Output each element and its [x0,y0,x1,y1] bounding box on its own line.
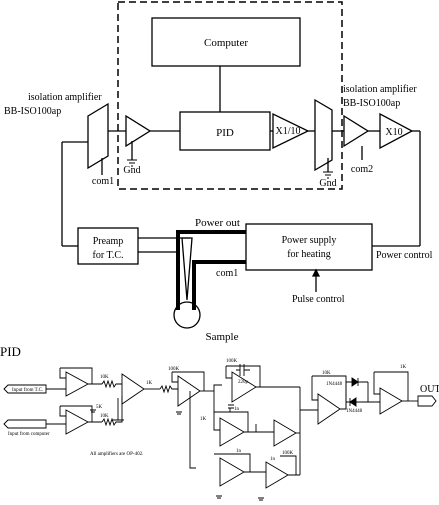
r-1k-c: 1K [400,365,407,370]
sample [173,301,201,329]
x-ten-label: X10 [385,127,402,138]
buffer-triangle-right [343,114,370,148]
r-10k-a: 10K [100,375,109,380]
block-diagram [61,1,421,329]
block-diagram-labels: Computer PID X1/10 X10 isolation amplifi… [4,37,433,343]
input-tc-label: Input from T.C. [12,388,43,393]
buffer-triangle-left [125,114,152,148]
power-return-lead [192,260,246,310]
pid-label: PID [216,127,234,139]
x-ten-triangle [379,112,414,150]
preamp-box [77,227,139,265]
isolation-right-label: isolation amplifier [343,84,417,95]
input-computer-label: Input from computer [8,432,50,437]
preamp-label-2: for T.C. [92,250,123,261]
r-10k-c: 10K [322,371,331,376]
opamp-8 [219,457,245,487]
psu-label-1: Power supply [282,235,337,246]
r-5k: 5K [96,405,103,410]
psu-label-2: for heating [287,249,331,260]
opamp-7 [273,419,297,447]
c-1n-c: 1n [270,457,276,462]
opamp-9 [265,461,289,489]
c-1n-b: 1n [236,449,242,454]
com2-label: com2 [351,164,373,175]
x-one-tenth-label: X1/10 [276,126,301,137]
diode-a-label: 1N4448 [326,382,343,387]
schematic-title: PID [0,344,21,359]
isolation-right-model: BB-ISO100ap [343,98,400,109]
computer-label: Computer [204,37,248,49]
isolation-trapezoid-left [87,102,109,170]
power-control-label: Power control [376,250,433,261]
opamp-5 [231,371,257,403]
com1-left-label: com1 [92,176,114,187]
opamp-10 [317,393,341,425]
out-label: OUT [420,384,439,395]
pulse-control-label: Pulse control [292,294,345,305]
diode-b-label: 1N4448 [346,409,363,414]
ground-symbols [127,159,333,179]
r-10k-b: 10K [100,414,109,419]
output-arrow [417,395,437,407]
thermocouple [181,237,193,301]
isolation-left-label: isolation amplifier [28,92,102,103]
r-100k-c: 100K [282,451,294,456]
diode-2 [349,397,357,407]
r-1k-a: 1K [146,381,153,386]
power-supply-box [245,223,373,271]
isolation-left-model: BB-ISO100ap [4,106,61,117]
computer-box [151,17,301,67]
opamp-1 [65,371,89,397]
dashed-enclosure [117,1,343,190]
opamp-4 [177,375,201,407]
c-220p: 220p [238,380,249,385]
opamp-6 [219,417,245,447]
r-100k: 100K [168,367,180,372]
opamp-11 [379,387,403,415]
opamp-3 [121,373,145,405]
opamp-2 [65,409,89,435]
r-100k-b: 100K [226,359,238,364]
input-computer-arrow [3,419,47,429]
r-1k-b: 1K [200,417,207,422]
diode-1 [351,377,359,387]
schematic-labels: Input from T.C. Input from computer All … [8,359,439,462]
gnd-right-label: Gnd [319,178,336,189]
all-amplifiers-note: All amplifiers are OP-402. [90,452,143,457]
power-out-lead [176,230,246,310]
gnd-left-label: Gnd [123,165,140,176]
pid-schematic [3,364,437,501]
power-out-label: Power out [195,217,240,229]
sample-label: Sample [206,331,239,343]
preamp-label-1: Preamp [93,236,124,247]
c-1n: 1n [234,407,240,412]
com1-bottom-label: com1 [216,268,238,279]
isolation-trapezoid-right [314,98,333,172]
